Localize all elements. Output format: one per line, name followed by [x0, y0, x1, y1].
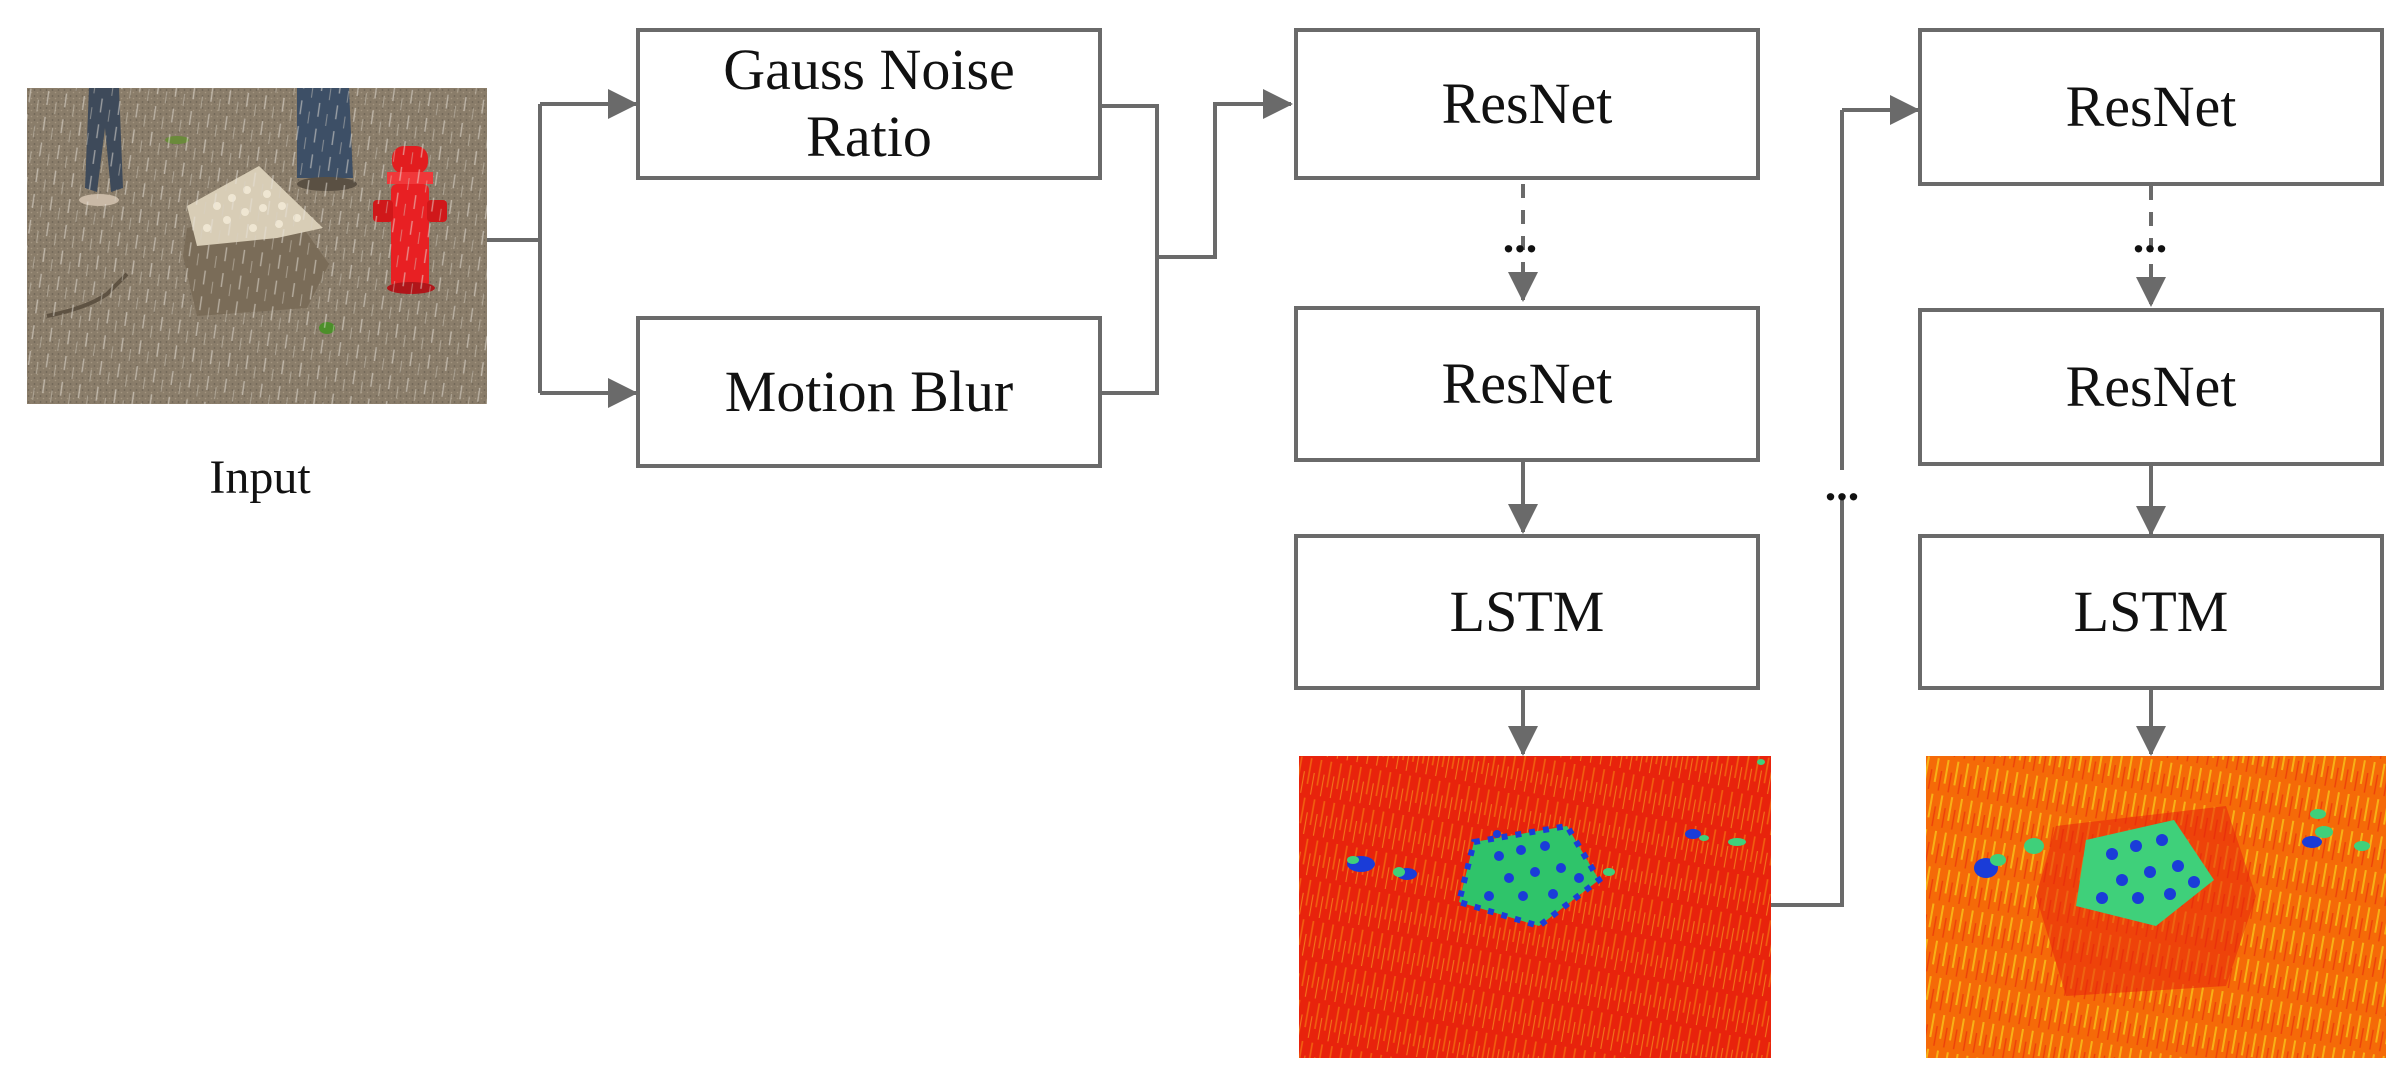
gauss-noise-ratio-box: Gauss Noise Ratio — [636, 28, 1102, 180]
stage2-resnet-bottom-box: ResNet — [1918, 308, 2384, 466]
stage2-heatmap-image — [1926, 756, 2386, 1058]
stage2-lstm-box: LSTM — [1918, 534, 2384, 690]
stage1-heatmap-image — [1299, 756, 1771, 1058]
stage1-resnet-bottom-box: ResNet — [1294, 306, 1760, 462]
motion-blur-box: Motion Blur — [636, 316, 1102, 468]
stage2-ellipsis: ... — [2132, 211, 2168, 262]
stage1-lstm-box: LSTM — [1294, 534, 1760, 690]
stage1-lstm-label: LSTM — [1449, 578, 1605, 644]
motion-blur-label: Motion Blur — [724, 358, 1014, 424]
input-image — [27, 88, 487, 404]
input-label: Input — [209, 451, 311, 504]
stage2-resnet-bottom-label: ResNet — [2065, 353, 2237, 419]
stage1-resnet-bottom-label: ResNet — [1441, 350, 1613, 416]
stage1-resnet-top-box: ResNet — [1294, 28, 1760, 180]
stage1-resnet-top-label: ResNet — [1441, 70, 1613, 136]
gauss-noise-ratio-label: Gauss Noise Ratio — [723, 37, 1015, 169]
stage1-ellipsis: ... — [1502, 211, 1538, 262]
merge-to-resnet-arrow — [1157, 89, 1293, 259]
between-stages-ellipsis: ... — [1800, 462, 1884, 508]
stage2-resnet-top-box: ResNet — [1918, 28, 2384, 186]
stage2-resnet-top-label: ResNet — [2065, 73, 2237, 139]
stage2-lstm-label: LSTM — [2073, 578, 2229, 644]
gauss-out-line — [1099, 104, 1159, 257]
motion-out-line — [1099, 257, 1159, 395]
